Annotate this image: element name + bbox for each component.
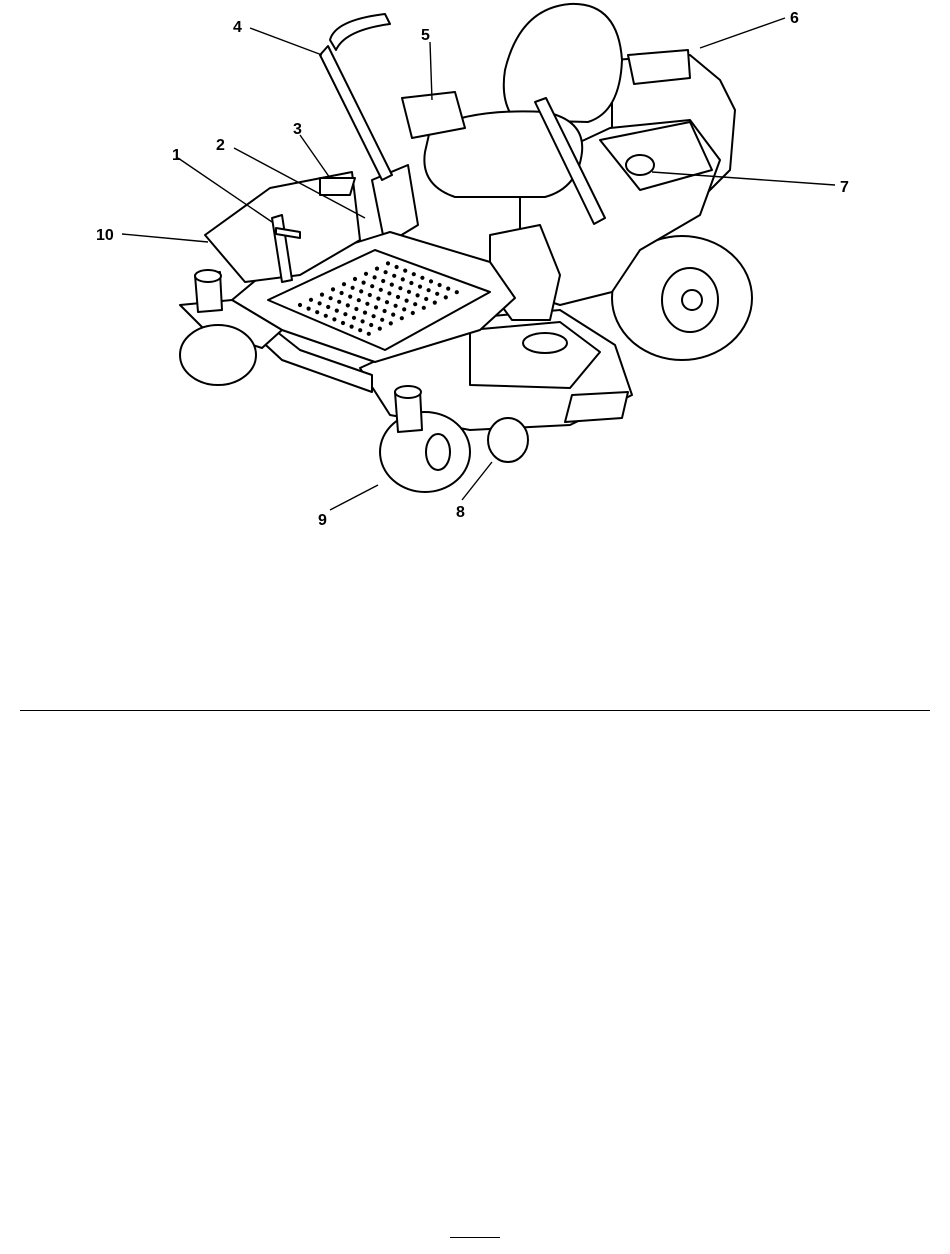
plate-hole [429, 279, 433, 283]
callout-3: 3 [293, 121, 302, 138]
plate-hole [329, 296, 333, 300]
plate-hole [353, 277, 357, 281]
plate-hole [307, 307, 311, 311]
left-motion-lever [320, 46, 392, 180]
callout-7: 7 [840, 179, 849, 196]
plate-hole [394, 304, 398, 308]
plate-hole [435, 292, 439, 296]
plate-hole [341, 321, 345, 325]
plate-hole [422, 306, 426, 310]
plate-hole [383, 309, 387, 313]
plate-hole [438, 283, 442, 287]
mower-illustration: 1 2 3 4 5 6 7 8 9 10 [0, 0, 950, 560]
callout-10: 10 [96, 227, 114, 244]
plate-hole [433, 301, 437, 305]
plate-hole [412, 272, 416, 276]
plate-hole [350, 325, 354, 329]
plate-hole [363, 311, 367, 315]
callout-5: 5 [421, 27, 430, 44]
plate-hole [374, 305, 378, 309]
plate-hole [354, 307, 358, 311]
plate-hole [446, 287, 450, 291]
plate-hole [369, 323, 373, 327]
plate-hole [398, 286, 402, 290]
plate-hole [373, 275, 377, 279]
plate-hole [368, 293, 372, 297]
anti-scalp-wheel [488, 418, 528, 462]
plate-hole [364, 272, 368, 276]
plate-hole [405, 299, 409, 303]
plate-hole [387, 291, 391, 295]
section-divider [20, 710, 930, 711]
callout-1: 1 [172, 147, 181, 164]
plate-hole [418, 285, 422, 289]
plate-hole [390, 283, 394, 287]
plate-hole [365, 302, 369, 306]
plate-hole [343, 312, 347, 316]
plate-hole [385, 300, 389, 304]
plate-hole [358, 328, 362, 332]
plate-hole [372, 314, 376, 318]
plate-hole [357, 298, 361, 302]
plate-hole [337, 300, 341, 304]
plate-hole [375, 267, 379, 271]
plate-hole [416, 293, 420, 297]
plate-hole [332, 317, 336, 321]
plate-hole [346, 303, 350, 307]
plate-hole [326, 305, 330, 309]
plate-hole [351, 286, 355, 290]
callout-8: 8 [456, 504, 465, 521]
plate-hole [402, 307, 406, 311]
plate-hole [320, 293, 324, 297]
plate-hole [413, 302, 417, 306]
plate-hole [389, 321, 393, 325]
plate-hole [367, 332, 371, 336]
front-left-caster-tire [180, 325, 256, 385]
plate-hole [420, 276, 424, 280]
plate-hole [407, 290, 411, 294]
plate-hole [361, 319, 365, 323]
plate-hole [348, 295, 352, 299]
plate-hole [315, 310, 319, 314]
plate-hole [455, 290, 459, 294]
plate-hole [352, 316, 356, 320]
plate-hole [378, 327, 382, 331]
plate-hole [403, 269, 407, 273]
plate-hole [424, 297, 428, 301]
callout-4: 4 [233, 19, 242, 36]
plate-hole [359, 289, 363, 293]
plate-hole [395, 265, 399, 269]
plate-hole [380, 318, 384, 322]
plate-hole [318, 301, 322, 305]
plate-hole [409, 281, 413, 285]
plate-hole [370, 284, 374, 288]
plate-hole [340, 291, 344, 295]
plate-hole [401, 277, 405, 281]
plate-hole [396, 295, 400, 299]
plate-hole [379, 288, 383, 292]
plate-hole [309, 298, 313, 302]
plate-hole [411, 311, 415, 315]
callout-2: 2 [216, 137, 225, 154]
plate-hole [324, 314, 328, 318]
plate-hole [376, 297, 380, 301]
seat-back [504, 4, 622, 122]
plate-hole [331, 287, 335, 291]
plate-hole [391, 313, 395, 317]
plate-hole [427, 288, 431, 292]
plate-hole [342, 282, 346, 286]
page-number-rule [450, 1237, 500, 1238]
plate-hole [384, 270, 388, 274]
plate-hole [386, 261, 390, 265]
callout-6: 6 [790, 10, 799, 27]
plate-hole [444, 295, 448, 299]
plate-hole [381, 279, 385, 283]
plate-hole [400, 316, 404, 320]
callout-9: 9 [318, 512, 327, 529]
plate-hole [298, 303, 302, 307]
plate-hole [362, 281, 366, 285]
plate-hole [392, 274, 396, 278]
plate-hole [335, 309, 339, 313]
